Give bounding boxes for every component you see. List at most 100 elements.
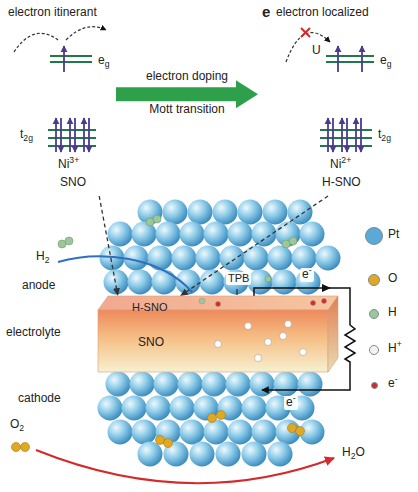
hopping-arrows [14,33,58,52]
text-part: e [388,376,395,390]
text-part: 2 [19,423,24,433]
pt-sphere [263,200,288,225]
node-text: t2g [378,128,391,142]
pt-sphere [218,396,243,421]
molecules [296,427,305,436]
legend-item: Pt [360,226,416,246]
text-part: - [309,265,312,275]
spin-arrows [361,46,363,72]
node-text: SNO [60,176,86,190]
pt-sphere [178,372,203,397]
orbital-levels [48,56,374,146]
text-part: - [395,374,398,384]
blocked-mark [301,28,310,37]
molecules [265,276,271,282]
legend-swatch [369,309,379,319]
slab-face [98,310,328,372]
orbital-scheme: electron itinerantegt2gNi3+SNO [4,4,116,196]
particle [199,298,205,304]
pt-sphere [300,222,325,247]
molecules [12,443,21,452]
node-text: electrolyte [6,326,61,340]
legend-swatch [365,227,383,245]
legend-item: H+ [360,340,416,360]
pt-sphere [252,420,277,445]
molecules [289,237,297,245]
node-text: eg [98,54,109,68]
molecules [21,443,30,452]
spin-arrows [56,46,362,152]
hydrogen-path [58,256,192,292]
transition-arrow [116,87,236,101]
text-part: 2 [351,451,356,461]
pt-sphere [204,420,229,445]
spin-arrows [74,118,76,152]
spin-arrows [60,118,62,152]
pt-sphere [154,372,179,397]
text-part: e [286,395,293,409]
pt-sphere [196,246,221,271]
part-label: Mott transition [149,103,224,117]
pt-sphere [242,396,267,421]
legend-text: Pt [388,228,399,242]
spin-arrows [341,118,343,152]
node-text: TPB [226,272,251,285]
pt-sphere [148,246,173,271]
part-label: anode [22,279,55,293]
anode-cluster [100,200,341,295]
node-text: electron localized [276,6,369,20]
molecules [208,414,217,423]
circuit [237,289,238,295]
text-part: 2g [23,133,33,143]
legend-item: H [360,304,416,324]
part-label: O2 [10,418,24,432]
pt-sphere [132,420,157,445]
legend-swatch [368,274,380,286]
text-part: e [98,53,105,67]
legend-swatch [371,382,378,389]
text-part: t [20,127,23,141]
pt-sphere [204,222,229,247]
text-part: Ni [330,157,341,171]
pt-sphere [180,222,205,247]
part-label: H2 [36,250,49,264]
node-text: t2g [20,128,33,142]
spin-arrows [360,118,362,152]
orbital-levels [50,55,92,57]
oxygen-path [36,450,334,483]
text-part: H [342,445,351,459]
pt-sphere [163,200,188,225]
node-text: H-SNO [132,301,167,314]
spin-arrows [63,46,65,72]
particle [265,339,272,346]
text-part: e [380,53,387,67]
legend-swatch [369,345,379,355]
pt-sphere [170,396,195,421]
text-part: e [302,267,309,281]
molecules [288,424,297,433]
pt-sphere [98,396,123,421]
text-part: g [387,59,392,69]
text-part: + [397,339,402,349]
particle [311,301,316,306]
text-part: O [355,445,364,459]
particle [285,321,292,328]
text-part: Ni [58,157,69,171]
pt-sphere [250,372,275,397]
text-part: H [388,341,397,355]
pt-sphere [152,270,177,295]
legend-item: O [360,270,416,290]
pt-sphere [122,396,147,421]
text-part: 2g [381,133,391,143]
blocked-mark [301,28,310,37]
node-text: Ni2+ [330,158,351,172]
pt-sphere [128,270,153,295]
electrolyte-slab: electrolyteH-SNOTPBSNO [98,296,338,372]
pt-sphere [146,396,171,421]
node-text: U [312,44,321,58]
text-part: O [10,417,19,431]
part-label: H2O [342,446,365,460]
text-part: 2 [45,255,50,265]
pt-sphere [216,442,241,467]
cathode-cluster [98,372,325,467]
